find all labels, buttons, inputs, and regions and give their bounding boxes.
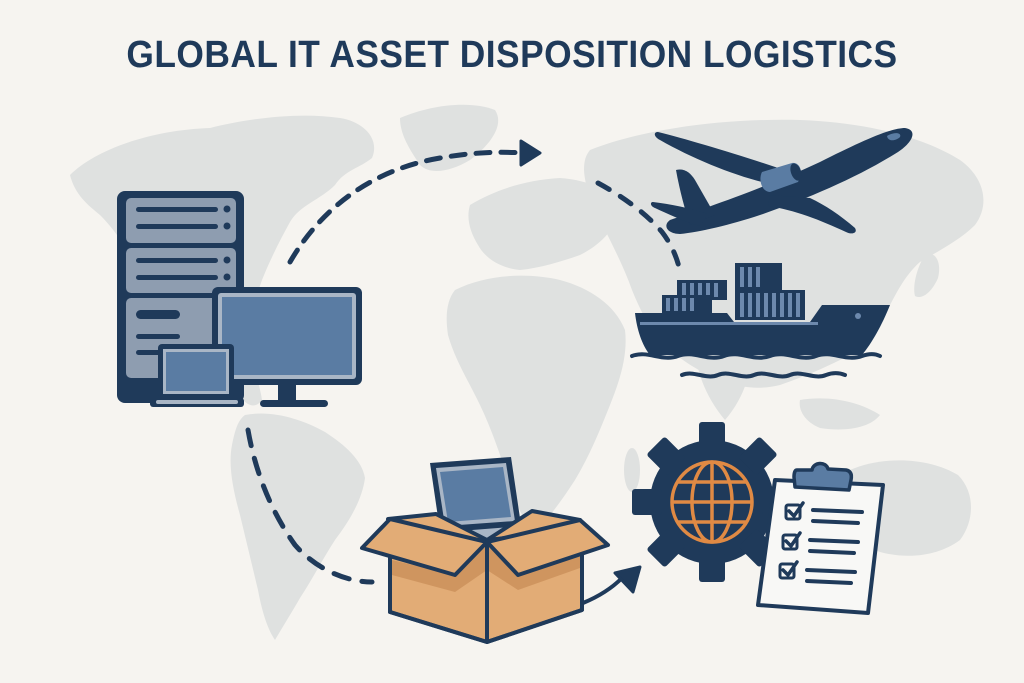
map-greenland [400,104,499,172]
monitor-icon [212,287,362,407]
arrowhead-icon [519,139,542,167]
map-india [698,348,750,420]
wave-1 [630,352,882,360]
it-equipment-group [117,191,362,407]
flow-box-to-compliance [581,565,642,605]
laptop-icon [150,344,244,407]
checklist-item [784,501,864,525]
flow-equipment-to-box [245,427,375,585]
cargo-ship-icon [630,263,890,379]
checklist-item [781,531,860,555]
checklist-item [778,560,857,585]
clipboard-checklist-icon [756,461,885,615]
open-box-laptop-icon [360,457,610,644]
globe-icon [670,460,754,544]
map-south-america [230,413,365,640]
page-title: GLOBAL IT ASSET DISPOSITION LOGISTICS [126,34,898,76]
map-japan [914,253,940,298]
flow-equipment-to-air [287,139,542,265]
map-africa [446,275,626,530]
map-madagascar [624,448,640,492]
flow-air-to-sea [595,180,683,275]
wave-2 [680,371,847,379]
map-southeast-asia [799,398,880,430]
airplane-icon [650,128,913,234]
arrowhead-icon [613,565,642,594]
map-europe [468,178,620,270]
